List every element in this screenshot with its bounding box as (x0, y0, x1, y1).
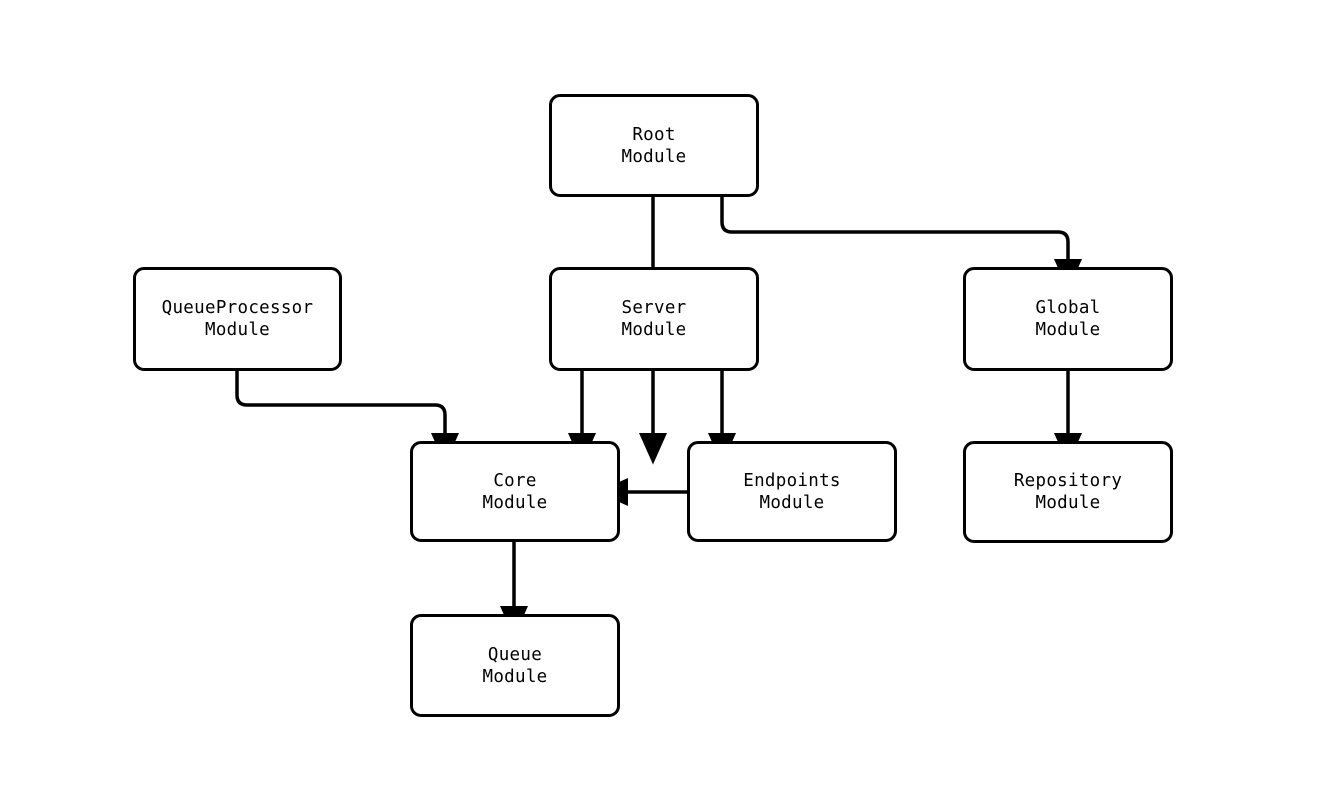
node-label-queueprocessor: QueueProcessor Module (161, 298, 314, 340)
node-label-endpoints: Endpoints Module (743, 470, 841, 513)
node-label-repository: Repository Module (1013, 471, 1123, 513)
node-label-core: Core Module (482, 470, 548, 513)
node-core-module[interactable]: Core Module (410, 441, 620, 542)
node-root-module[interactable]: Root Module (549, 94, 759, 197)
node-server-module[interactable]: Server Module (549, 267, 759, 371)
node-endpoints-module[interactable]: Endpoints Module (687, 441, 897, 542)
node-label-root: Root Module (621, 124, 687, 167)
node-queue-module[interactable]: Queue Module (410, 614, 620, 717)
node-queueprocessor-module[interactable]: QueueProcessor Module (133, 267, 342, 371)
node-global-module[interactable]: Global Module (963, 267, 1173, 371)
node-repository-module[interactable]: Repository Module (963, 441, 1173, 543)
node-label-queue: Queue Module (482, 644, 548, 687)
node-label-global: Global Module (1035, 298, 1101, 340)
node-label-server: Server Module (621, 298, 687, 340)
